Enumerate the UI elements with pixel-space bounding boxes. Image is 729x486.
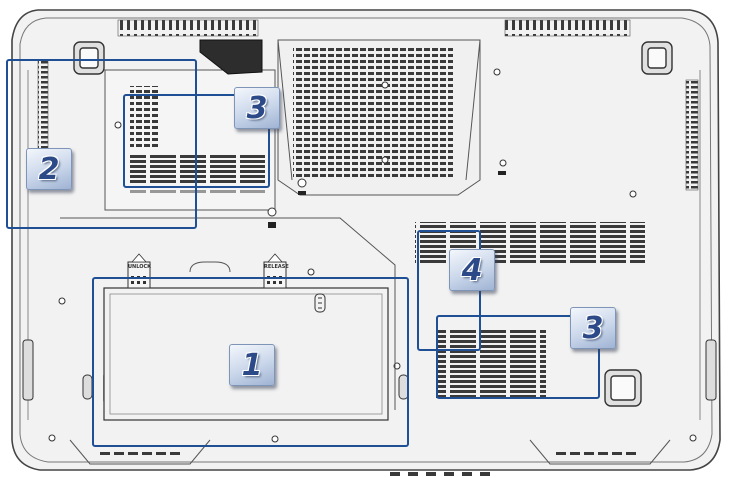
side-clips (22, 339, 717, 401)
callout-speaker: 2 (26, 148, 72, 190)
release-label: RELEASE (264, 264, 289, 270)
callout-subwoofer: 4 (449, 249, 495, 291)
top-edge-grill-left (117, 19, 259, 37)
lock-markers (268, 171, 506, 228)
frame-battery (92, 277, 409, 447)
right-side-grill (685, 79, 699, 191)
cpu-fan-vent (199, 39, 481, 196)
screws (48, 68, 697, 443)
frame-ventilator-b (436, 315, 600, 399)
callout-ventilator-a: 3 (234, 87, 280, 129)
callout-battery: 1 (229, 344, 275, 386)
frame-ventilator-a (123, 94, 270, 188)
frame-speaker (6, 59, 197, 229)
unlock-latch (127, 253, 151, 289)
right-vent-grid (415, 222, 645, 398)
bottom-edge-grills (100, 452, 636, 476)
release-latch (263, 253, 287, 289)
callout-ventilator-b: 3 (570, 307, 616, 349)
unlock-label: UNLOCK (128, 264, 152, 270)
battery-bay-edge (60, 217, 396, 410)
bottom-lips (69, 439, 671, 465)
top-edge-grill-right (504, 19, 631, 37)
